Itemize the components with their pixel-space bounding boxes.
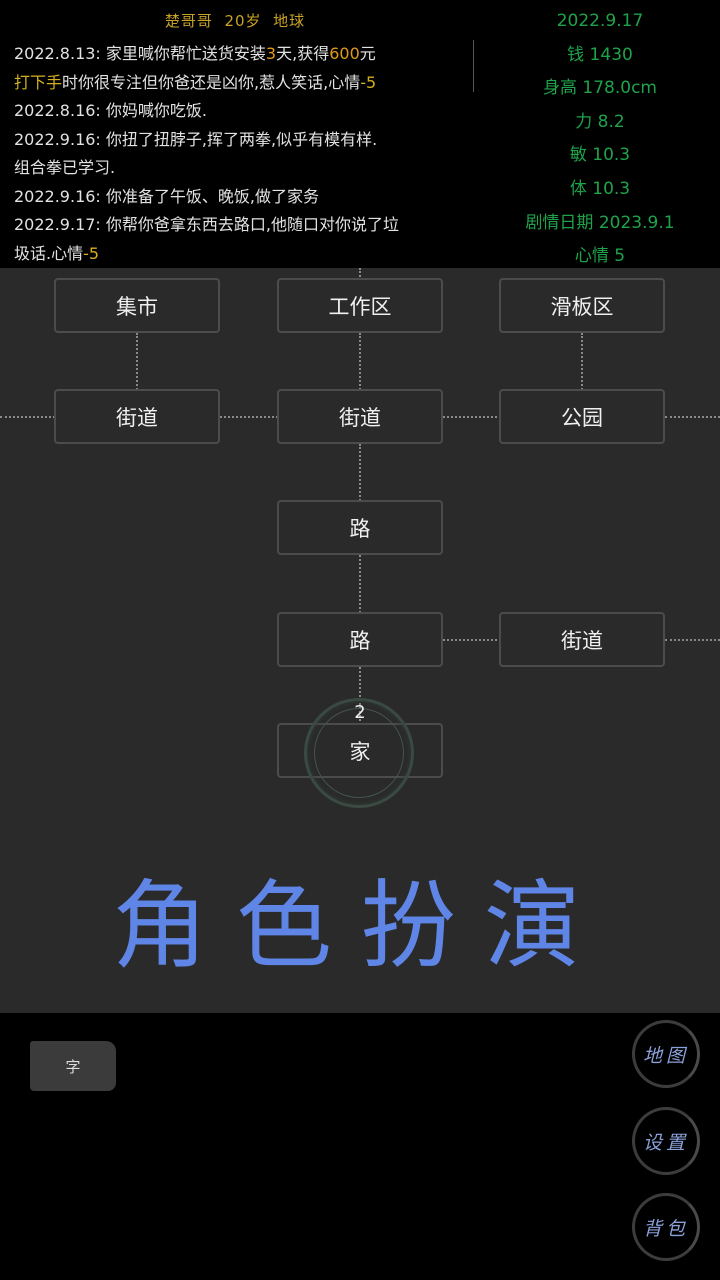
event-log[interactable]: 2022.8.13: 家里喊你帮忙送货安装3天,获得600元打下手时你很专注但你… bbox=[14, 40, 474, 268]
log-entry: 2022.9.16: 你扭了扭脖子,挥了两拳,似乎有模有样. 组合拳已学习. bbox=[14, 126, 474, 183]
log-scrollbar[interactable] bbox=[473, 40, 474, 92]
log-text: 时你很专注但你爸还是凶你,惹人笑话,心情 bbox=[62, 72, 361, 92]
world-map: 集市 工作区 滑板区 街道 街道 公园 路 路 街道 家 2 角色扮演 bbox=[0, 268, 720, 1013]
map-connector bbox=[220, 416, 278, 418]
map-connector bbox=[443, 416, 501, 418]
character-tag[interactable]: 字 bbox=[30, 1041, 116, 1091]
map-connector bbox=[136, 333, 138, 390]
character-location: 地球 bbox=[273, 12, 306, 30]
map-connector bbox=[0, 416, 55, 418]
log-text: 2022.9.16: 你准备了午饭、晚饭,做了家务 bbox=[14, 186, 319, 206]
character-info: 楚哥哥 20岁 地球 bbox=[0, 10, 470, 31]
log-highlight: -5 bbox=[360, 72, 377, 92]
log-text: 2022.9.16: 你扭了扭脖子,挥了两拳,似乎有模有样. bbox=[14, 129, 378, 149]
height-stat: 身高 178.0cm bbox=[543, 78, 657, 99]
log-highlight: 打下手 bbox=[14, 72, 63, 92]
log-text: 圾话.心情 bbox=[14, 243, 84, 263]
bag-button[interactable]: 背包 bbox=[632, 1193, 700, 1261]
money-stat: 钱 1430 bbox=[567, 44, 633, 65]
player-location-ring-inner bbox=[314, 708, 404, 798]
log-text: 组合拳已学习. bbox=[14, 158, 116, 177]
map-node-street-mid[interactable]: 街道 bbox=[277, 389, 443, 444]
map-node-work-area[interactable]: 工作区 bbox=[277, 278, 443, 333]
status-panel: 楚哥哥 20岁 地球 2022.8.13: 家里喊你帮忙送货安装3天,获得600… bbox=[0, 0, 720, 268]
log-highlight: -5 bbox=[83, 243, 100, 263]
map-connector bbox=[665, 639, 720, 641]
map-node-road-lower[interactable]: 路 bbox=[277, 612, 443, 667]
log-text: 元 bbox=[359, 44, 376, 63]
role-play-banner: 角色扮演 bbox=[112, 870, 608, 982]
map-connector bbox=[359, 555, 361, 613]
agility-stat: 敏 10.3 bbox=[569, 145, 631, 166]
log-text: 2022.8.16: 你妈喊你吃饭. bbox=[14, 101, 207, 120]
mood-stat: 心情 5 bbox=[574, 246, 626, 267]
log-entry: 2022.8.16: 你妈喊你吃饭. bbox=[14, 97, 474, 126]
map-node-street-left[interactable]: 街道 bbox=[54, 389, 220, 444]
log-entry: 2022.9.17: 你帮你爸拿东西去路口,他随口对你说了垃圾话.心情-5 bbox=[14, 211, 474, 268]
log-highlight: 3 bbox=[265, 44, 277, 63]
step-counter: 2 bbox=[354, 702, 366, 723]
map-node-market[interactable]: 集市 bbox=[54, 278, 220, 333]
player-location-ring bbox=[304, 698, 414, 808]
log-text: 2022.8.13: 家里喊你帮忙送货安装 bbox=[14, 44, 266, 63]
log-entry: 2022.9.16: 你准备了午饭、晚饭,做了家务 bbox=[14, 183, 474, 212]
map-button[interactable]: 地图 bbox=[632, 1020, 700, 1088]
map-node-park[interactable]: 公园 bbox=[499, 389, 665, 444]
log-text: 天,获得 bbox=[276, 44, 330, 63]
map-connector bbox=[581, 333, 583, 390]
body-stat: 体 10.3 bbox=[569, 178, 631, 199]
map-connector bbox=[665, 416, 720, 418]
log-text: 2022.9.17: 你帮你爸拿东西去路口,他随口对你说了垃 bbox=[14, 215, 399, 234]
map-node-skate-area[interactable]: 滑板区 bbox=[499, 278, 665, 333]
stats-column: 2022.9.17 钱 1430 身高 178.0cm 力 8.2 敏 10.3… bbox=[480, 8, 720, 277]
log-entry: 2022.8.13: 家里喊你帮忙送货安装3天,获得600元打下手时你很专注但你… bbox=[14, 40, 474, 97]
map-connector bbox=[359, 444, 361, 501]
map-connector bbox=[359, 667, 361, 725]
map-connector bbox=[359, 268, 361, 280]
strength-stat: 力 8.2 bbox=[575, 111, 625, 132]
map-node-street-right[interactable]: 街道 bbox=[499, 612, 665, 667]
map-node-road-upper[interactable]: 路 bbox=[277, 500, 443, 555]
map-connector bbox=[443, 639, 501, 641]
settings-button[interactable]: 设置 bbox=[632, 1107, 700, 1175]
log-highlight: 600 bbox=[329, 44, 360, 63]
character-age: 20岁 bbox=[224, 12, 262, 30]
plot-date-stat: 剧情日期 2023.9.1 bbox=[525, 212, 675, 233]
map-connector bbox=[359, 333, 361, 390]
character-name: 楚哥哥 bbox=[164, 12, 213, 30]
bottom-bar: 字 地图 设置 背包 bbox=[0, 1013, 720, 1280]
current-date: 2022.9.17 bbox=[556, 11, 644, 31]
